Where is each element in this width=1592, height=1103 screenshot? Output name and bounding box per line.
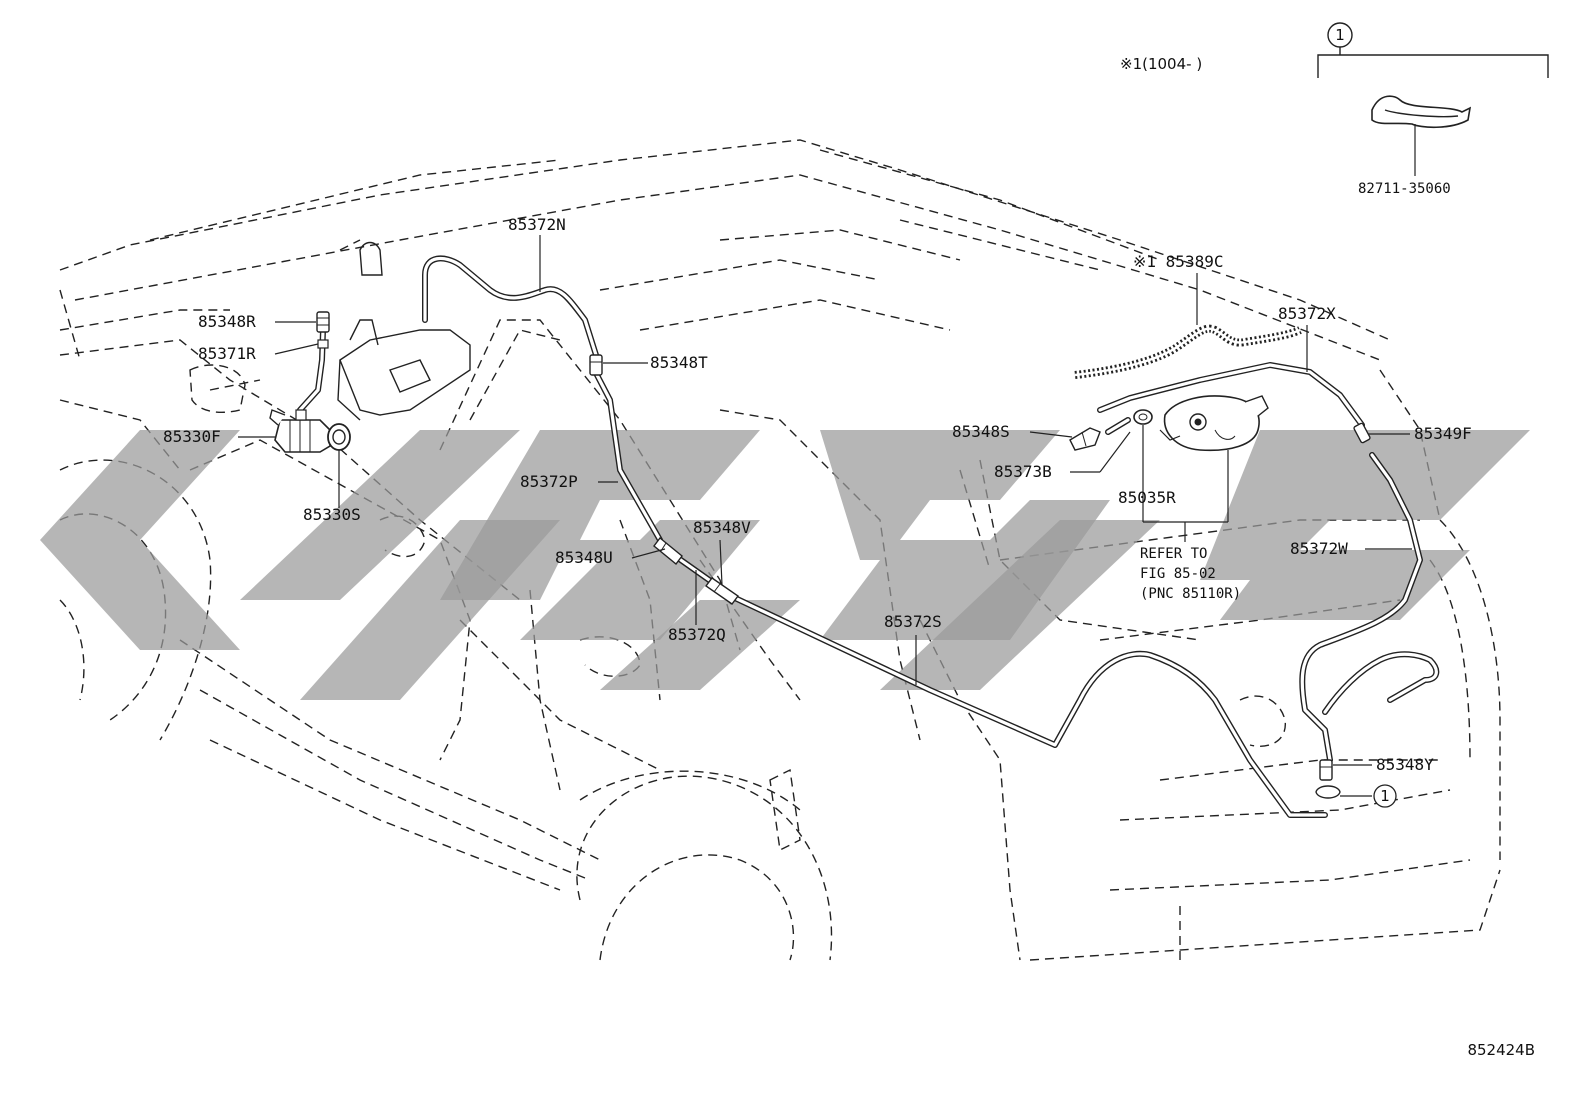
label-85371r: 85371R [198, 344, 256, 363]
label-85372x: 85372X [1278, 304, 1336, 323]
watermark-logo [40, 430, 1530, 700]
refer-note-line3: (PNC 85110R) [1140, 586, 1241, 602]
connector-85349f [1353, 422, 1371, 444]
rear-washer-assembly-85035r [1159, 395, 1269, 452]
part-labels: 85372N 85348R 85371R 85330F 85330S 85348… [163, 215, 1472, 808]
label-85349f: 85349F [1414, 424, 1472, 443]
connector-85348y [1315, 759, 1341, 799]
label-85348r: 85348R [198, 312, 256, 331]
label-85348y: 85348Y [1376, 755, 1434, 774]
label-82711-35060: 82711-35060 [1358, 181, 1451, 197]
refer-note-line1: REFER TO [1140, 546, 1207, 562]
corrugated-hose-85389c [1074, 324, 1302, 379]
clip-82711-shape [1371, 95, 1472, 129]
label-85372p: 85372P [520, 472, 578, 491]
label-85389c: ※1 85389C [1133, 252, 1223, 271]
label-85348v: 85348V [693, 518, 751, 537]
connector-85348t [589, 354, 603, 376]
label-85330s: 85330S [303, 505, 361, 524]
inset-clip-detail: 1 82711-35060 ※1(1004- ) [1120, 22, 1549, 197]
inset-callout-number: 1 [1335, 26, 1345, 44]
serial-note: ※1(1004- ) [1120, 55, 1202, 73]
figure-code: 852424B [1467, 1041, 1535, 1059]
connector-85348v [705, 577, 739, 605]
callout-circle-1 [1373, 784, 1397, 808]
callout-number-1: 1 [1380, 787, 1390, 805]
label-85348u: 85348U [555, 548, 613, 567]
cap-85373b [1133, 409, 1153, 425]
washer-tank-front [337, 241, 471, 421]
connector-85348r [316, 311, 330, 333]
label-85373b: 85373B [994, 462, 1052, 481]
label-85348s: 85348S [952, 422, 1010, 441]
refer-note-line2: FIG 85-02 [1140, 566, 1216, 582]
washer-pump-85330f [269, 409, 331, 453]
label-85035r: 85035R [1118, 488, 1176, 507]
connector-85348s [1069, 427, 1101, 451]
leader-lines [238, 235, 1412, 797]
refer-note: REFER TO FIG 85-02 (PNC 85110R) [1140, 546, 1241, 602]
hose-85371r [317, 339, 329, 349]
label-85372s: 85372S [884, 612, 942, 631]
label-85330f: 85330F [163, 427, 221, 446]
label-85372q: 85372Q [668, 625, 726, 644]
grommet-85330s [327, 423, 351, 451]
label-85348t: 85348T [650, 353, 708, 372]
washer-hose-routing [297, 255, 1440, 818]
label-85372n: 85372N [508, 215, 566, 234]
label-85372w: 85372W [1290, 539, 1348, 558]
